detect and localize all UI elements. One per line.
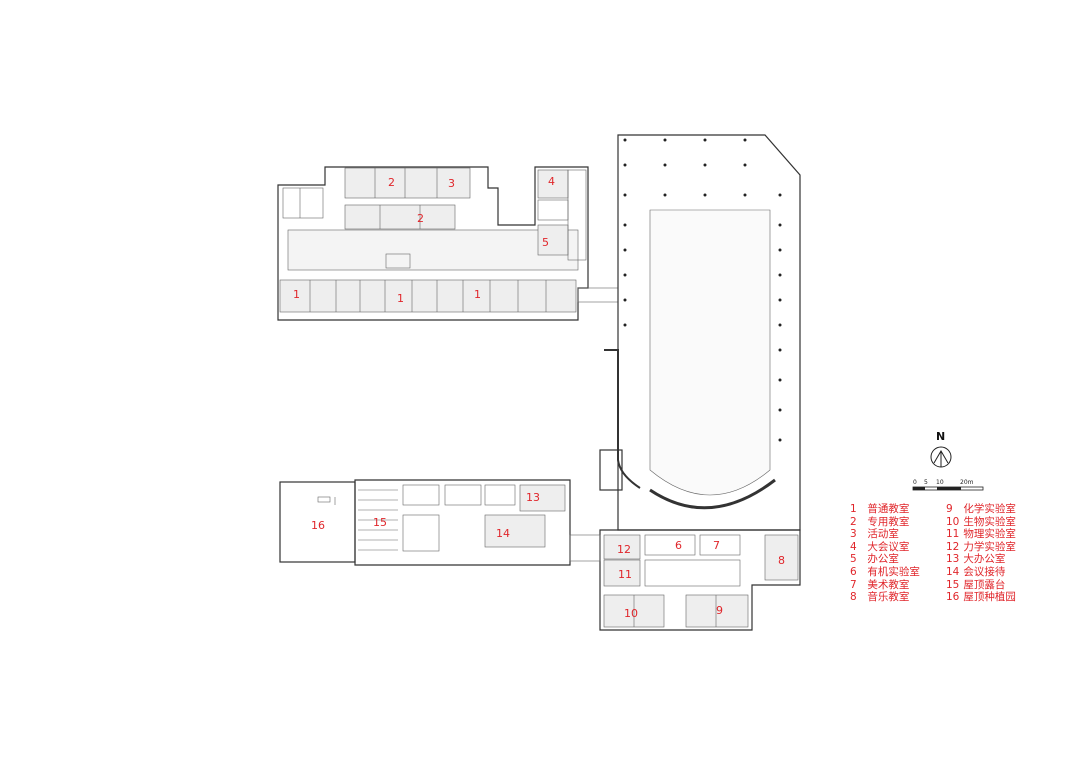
legend-label: 美术教室	[867, 578, 910, 591]
legend-number: 3	[850, 528, 857, 541]
scale-tick-0: 0	[913, 479, 917, 486]
track-building	[599, 134, 801, 531]
column-grid	[623, 138, 782, 442]
room-label-14: 14	[496, 527, 510, 540]
room-numbers: 1 1 1 2 2 3 4 5 6 7 8 9 10 11 12 13 14 1…	[293, 175, 785, 620]
room-label-11: 11	[618, 568, 632, 581]
room-label-10: 10	[624, 607, 638, 620]
legend-number: 16	[946, 591, 960, 604]
scale-tick-5: 5	[924, 479, 928, 486]
legend-number: 7	[850, 578, 857, 591]
legend-label: 音乐教室	[867, 591, 910, 604]
legend-label: 有机实验室	[867, 565, 920, 578]
room-label-4: 4	[548, 175, 555, 188]
legend-item: 7 美术教室	[850, 579, 942, 592]
north-label: N	[936, 430, 945, 443]
room-label-16: 16	[311, 519, 325, 532]
legend-label: 大办公室	[963, 553, 1006, 566]
legend-label: 大会议室	[867, 540, 910, 553]
legend-label: 生物实验室	[963, 515, 1016, 528]
legend-item: 3 活动室	[850, 528, 942, 541]
legend-item: 2 专用教室	[850, 516, 942, 529]
legend-item: 15 屋顶露台	[946, 579, 1038, 592]
legend-number: 10	[946, 515, 960, 528]
legend-item: 9 化学实验室	[946, 503, 1038, 516]
legend-number: 6	[850, 565, 857, 578]
legend-number: 12	[946, 540, 960, 553]
scale-tick-20m: 20m	[960, 479, 974, 486]
room-label-1c: 1	[474, 288, 481, 301]
legend-number: 14	[946, 565, 960, 578]
legend-label: 普通教室	[867, 503, 910, 515]
legend-item: 1 普通教室	[850, 503, 942, 516]
legend-item: 5 办公室	[850, 553, 942, 566]
room-label-6: 6	[675, 539, 682, 552]
legend-label: 屋顶露台	[963, 578, 1006, 591]
room-label-12: 12	[617, 543, 631, 556]
legend-label: 力学实验室	[963, 540, 1016, 553]
room-label-8: 8	[778, 554, 785, 567]
legend-number: 4	[850, 540, 857, 553]
legend-label: 屋顶种植园	[963, 591, 1016, 604]
legend-item: 14 会议接待	[946, 566, 1038, 579]
north-arrow: N	[930, 430, 952, 468]
room-label-13: 13	[526, 491, 540, 504]
legend-number: 8	[850, 591, 857, 604]
legend-label: 物理实验室	[963, 528, 1016, 541]
legend-number: 2	[850, 515, 857, 528]
room-label-2a: 2	[388, 176, 395, 189]
room-label-7: 7	[713, 539, 720, 552]
legend-label: 活动室	[867, 528, 899, 541]
legend-number: 13	[946, 553, 960, 566]
legend-label: 办公室	[867, 553, 899, 566]
room-label-3: 3	[448, 177, 455, 190]
southwest-block	[279, 479, 601, 566]
legend-item: 8 音乐教室	[850, 591, 942, 604]
room-label-9: 9	[716, 604, 723, 617]
legend-item: 6 有机实验室	[850, 566, 942, 579]
room-label-5: 5	[542, 236, 549, 249]
legend-label: 化学实验室	[963, 503, 1016, 515]
legend-number: 1	[850, 503, 857, 515]
legend-number: 5	[850, 553, 857, 566]
legend-item: 16 屋顶种植园	[946, 591, 1038, 604]
scale-bar: 0 5 10 20m	[912, 479, 984, 491]
legend-number: 15	[946, 578, 960, 591]
legend-label: 会议接待	[963, 565, 1006, 578]
legend-item: 12 力学实验室	[946, 541, 1038, 554]
legend: 1 普通教室 9 化学实验室 2 专用教室 10 生物实验室 3 活动室 11 物理实验室…	[850, 503, 1038, 604]
room-label-1a: 1	[293, 288, 300, 301]
room-label-15: 15	[373, 516, 387, 529]
lab-block	[599, 529, 801, 631]
north-building	[277, 166, 619, 321]
legend-item: 11 物理实验室	[946, 528, 1038, 541]
legend-number: 11	[946, 528, 960, 541]
legend-item: 10 生物实验室	[946, 516, 1038, 529]
room-label-1b: 1	[397, 292, 404, 305]
legend-label: 专用教室	[867, 515, 910, 528]
legend-item: 4 大会议室	[850, 541, 942, 554]
room-label-2b: 2	[417, 212, 424, 225]
scale-tick-10: 10	[936, 479, 944, 486]
legend-item: 13 大办公室	[946, 553, 1038, 566]
legend-number: 9	[946, 503, 953, 515]
deck-hatching	[358, 489, 398, 551]
